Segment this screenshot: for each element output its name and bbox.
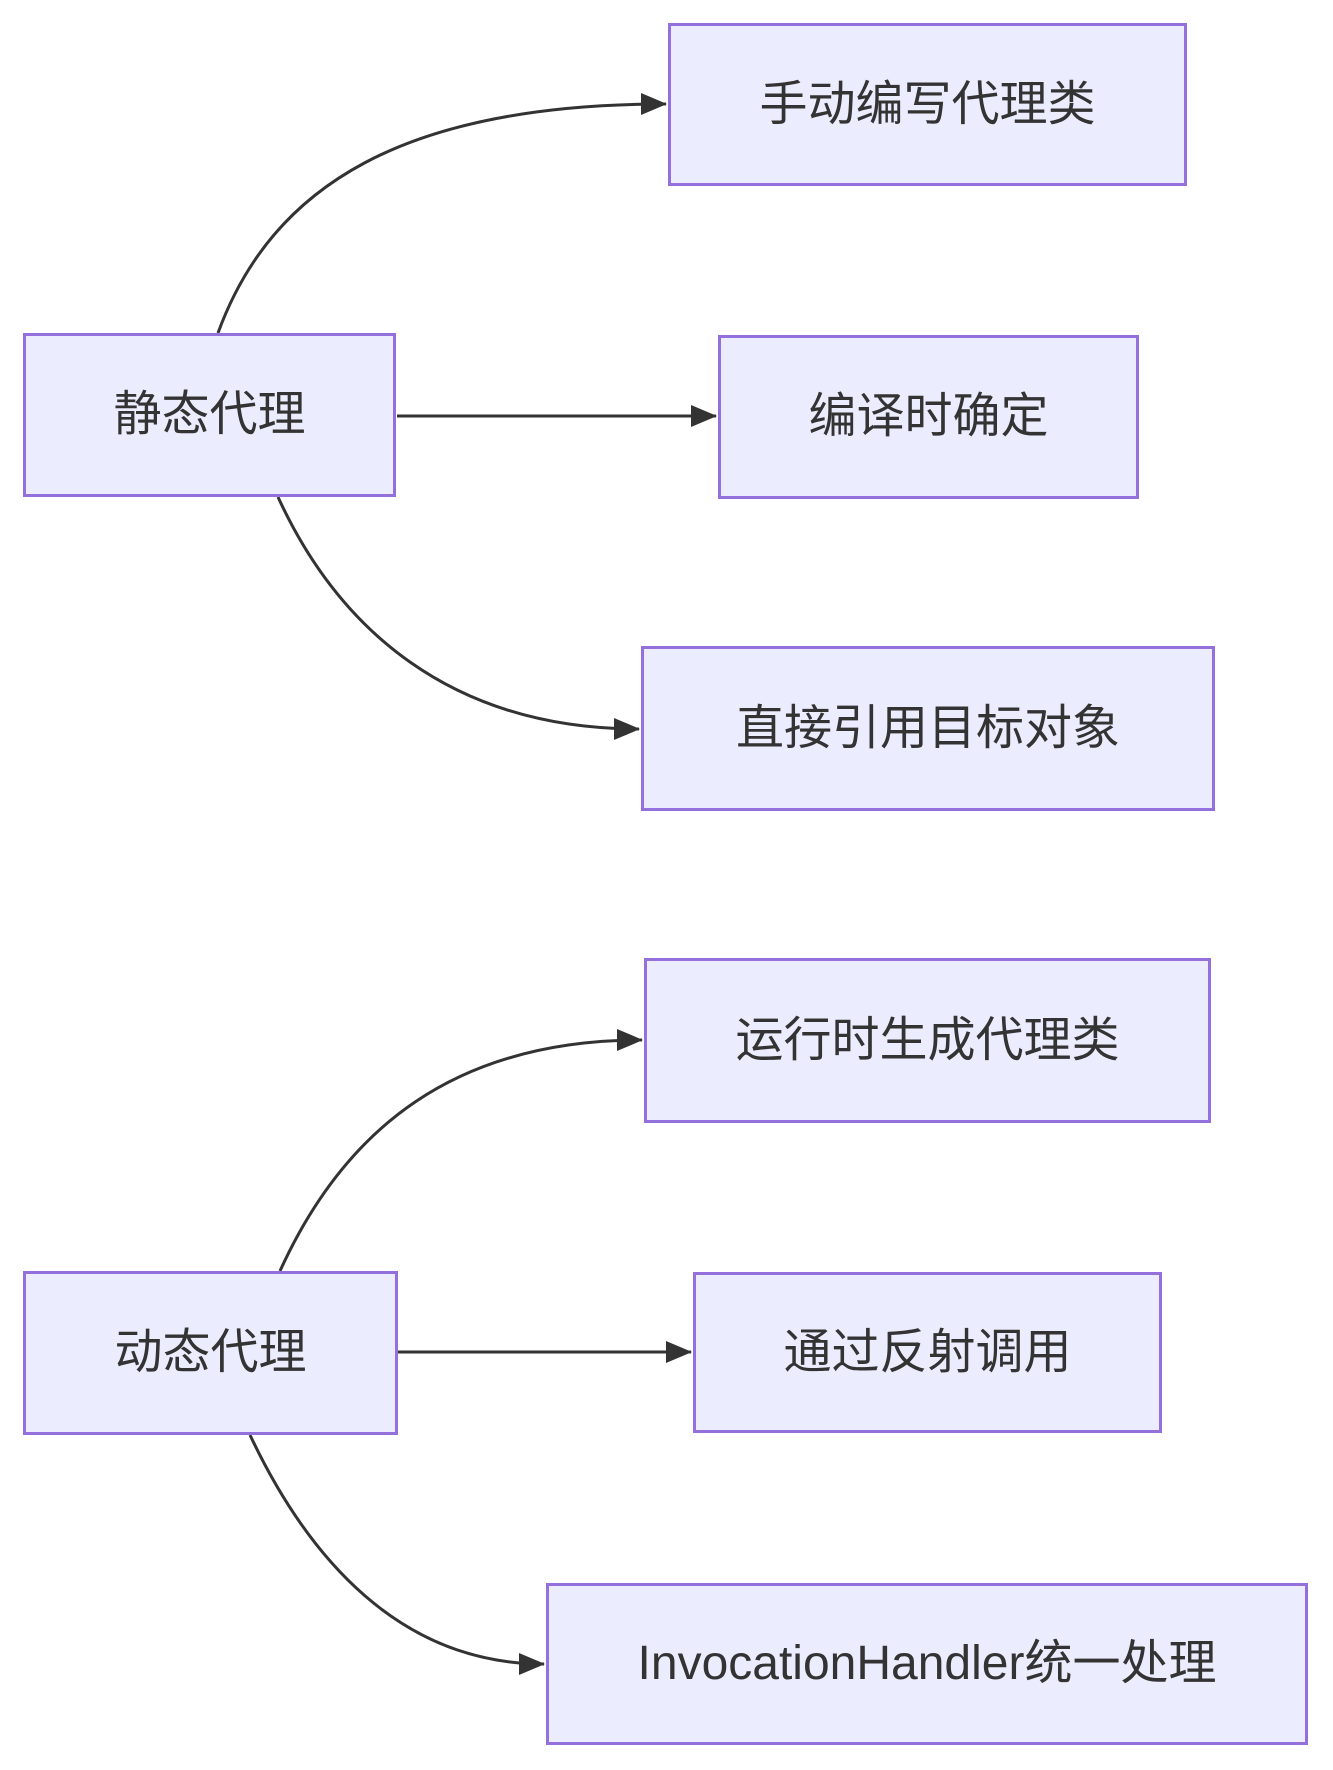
edge-static-to-direct-ref [276,496,640,740]
node-invocation-handler-label: InvocationHandler统一处理 [637,1637,1217,1691]
node-invocation-handler: InvocationHandler统一处理 [546,1583,1308,1745]
edge-dynamic-to-runtime-gen [278,1029,643,1272]
edge-static-to-manual-write [216,93,667,334]
node-dynamic-proxy-label: 动态代理 [114,1326,307,1380]
node-reflection-call: 通过反射调用 [693,1272,1162,1433]
node-compile-time: 编译时确定 [718,335,1139,499]
node-runtime-gen-label: 运行时生成代理类 [735,1013,1120,1067]
node-direct-ref: 直接引用目标对象 [641,646,1215,811]
node-static-proxy: 静态代理 [23,333,396,497]
node-static-proxy-label: 静态代理 [113,388,306,442]
node-manual-write: 手动编写代理类 [668,23,1187,186]
node-reflection-call-label: 通过反射调用 [783,1325,1072,1379]
node-runtime-gen: 运行时生成代理类 [644,958,1211,1123]
edge-dynamic-to-invocation-handler [248,1434,545,1675]
node-direct-ref-label: 直接引用目标对象 [735,701,1120,755]
node-dynamic-proxy: 动态代理 [23,1271,398,1435]
node-compile-time-label: 编译时确定 [808,390,1049,444]
node-manual-write-label: 手动编写代理类 [759,77,1096,131]
